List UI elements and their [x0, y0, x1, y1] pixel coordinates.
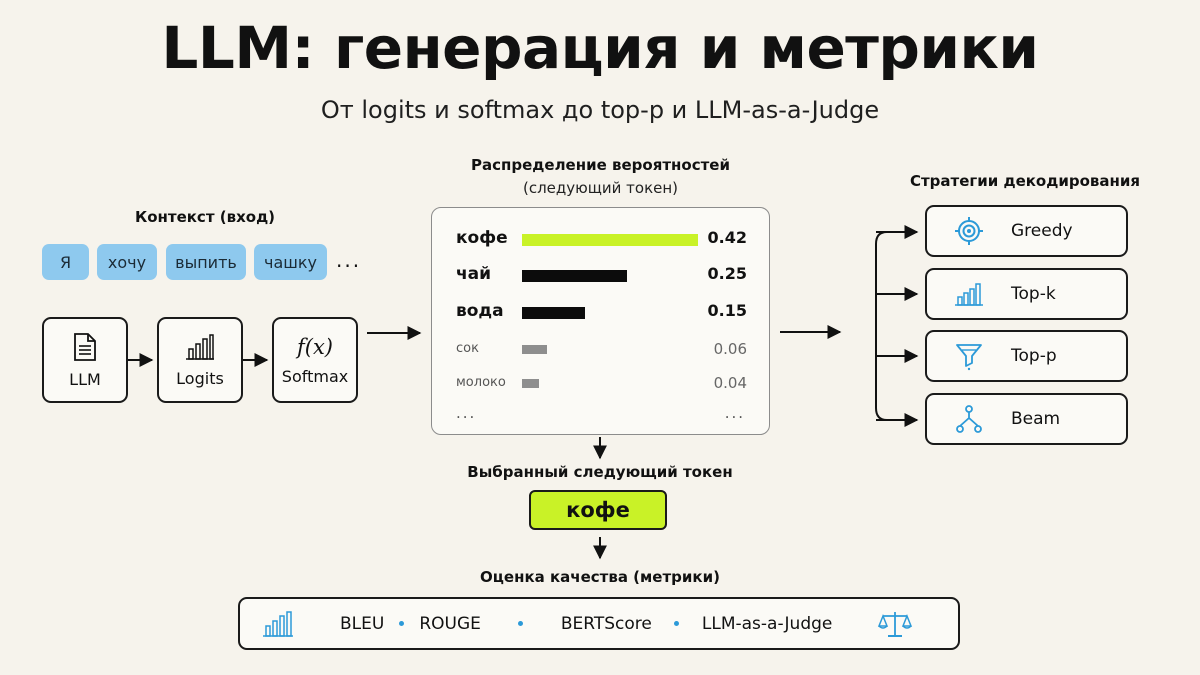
- distribution-token: молоко: [456, 375, 506, 390]
- scales-icon: [878, 611, 913, 637]
- context-ellipsis: ...: [336, 248, 362, 272]
- distribution-subtitle: (следующий токен): [522, 179, 679, 197]
- probability-bar: [522, 307, 585, 319]
- probability-bar: [522, 270, 627, 282]
- distribution-panel: кофе 0.42 чай 0.25 вода 0.15 сок 0.06 молоко 0.04…: [431, 207, 770, 435]
- distribution-token: вода: [456, 301, 504, 321]
- separator-dot: [518, 621, 524, 626]
- target-icon: [955, 217, 983, 245]
- context-label: Контекст (вход): [134, 208, 276, 226]
- page-title: LLM: генерация и метрики: [161, 14, 1039, 82]
- strategy-topk: Top-k: [925, 268, 1128, 320]
- funnel-icon: [956, 344, 982, 371]
- function-icon: f(x): [296, 334, 333, 359]
- strategy-name: Top-p: [1011, 346, 1057, 366]
- distribution-title: Распределение вероятностей: [471, 156, 730, 174]
- strategy-name: Beam: [1011, 409, 1061, 429]
- separator-dot: [674, 621, 680, 626]
- probability-bar: [522, 234, 698, 246]
- metrics-bar: BLEU ROUGE BERTScore LLM-as-a-Judge: [238, 597, 960, 650]
- probability-value: 0.15: [707, 301, 747, 320]
- strategy-beam: Beam: [925, 393, 1128, 445]
- metric-llm-judge: LLM-as-a-Judge: [701, 613, 833, 634]
- stage-logits: Logits: [157, 317, 243, 403]
- strategy-greedy: Greedy: [925, 205, 1128, 257]
- bar-chart-icon: [262, 610, 293, 637]
- evaluation-label: Оценка качества (метрики): [480, 568, 720, 586]
- distribution-token: кофе: [456, 228, 508, 248]
- strategies-label: Стратегии декодирования: [909, 172, 1141, 190]
- distribution-ellipsis-right: ...: [724, 404, 745, 422]
- stage-llm: LLM: [42, 317, 128, 403]
- stage-softmax: f(x) Softmax: [272, 317, 358, 403]
- distribution-ellipsis-left: ...: [456, 404, 477, 422]
- context-token: хочу: [97, 244, 157, 280]
- probability-value: 0.04: [713, 374, 747, 392]
- metric-bertscore: BERTScore: [560, 613, 652, 634]
- page-subtitle: От logits и softmax до top-p и LLM-as-a-…: [320, 96, 880, 124]
- strategy-topp: Top-p: [925, 330, 1128, 382]
- bar-chart-icon: [955, 283, 983, 306]
- probability-value: 0.06: [713, 340, 747, 358]
- probability-value: 0.25: [707, 264, 747, 283]
- bar-chart-icon: [186, 333, 214, 360]
- selected-label: Выбранный следующий токен: [467, 463, 733, 481]
- stage-label: Logits: [176, 368, 224, 388]
- probability-bar: [522, 345, 547, 354]
- probability-value: 0.42: [707, 228, 747, 247]
- strategy-name: Greedy: [1011, 221, 1073, 241]
- context-token: чашку: [254, 244, 327, 280]
- distribution-token: чай: [456, 264, 492, 284]
- metric-rouge: ROUGE: [419, 613, 481, 634]
- context-token: Я: [42, 244, 89, 280]
- distribution-token: сок: [456, 341, 479, 356]
- strategy-branch: [875, 231, 888, 421]
- probability-bar: [522, 379, 539, 388]
- document-icon: [74, 332, 96, 361]
- selected-token: кофе: [529, 490, 667, 530]
- separator-dot: [399, 621, 405, 626]
- stage-label: LLM: [69, 369, 101, 389]
- metric-bleu: BLEU: [340, 613, 385, 634]
- tree-icon: [956, 405, 982, 433]
- context-token: выпить: [166, 244, 246, 280]
- strategy-name: Top-k: [1011, 284, 1056, 304]
- stage-label: Softmax: [281, 366, 349, 386]
